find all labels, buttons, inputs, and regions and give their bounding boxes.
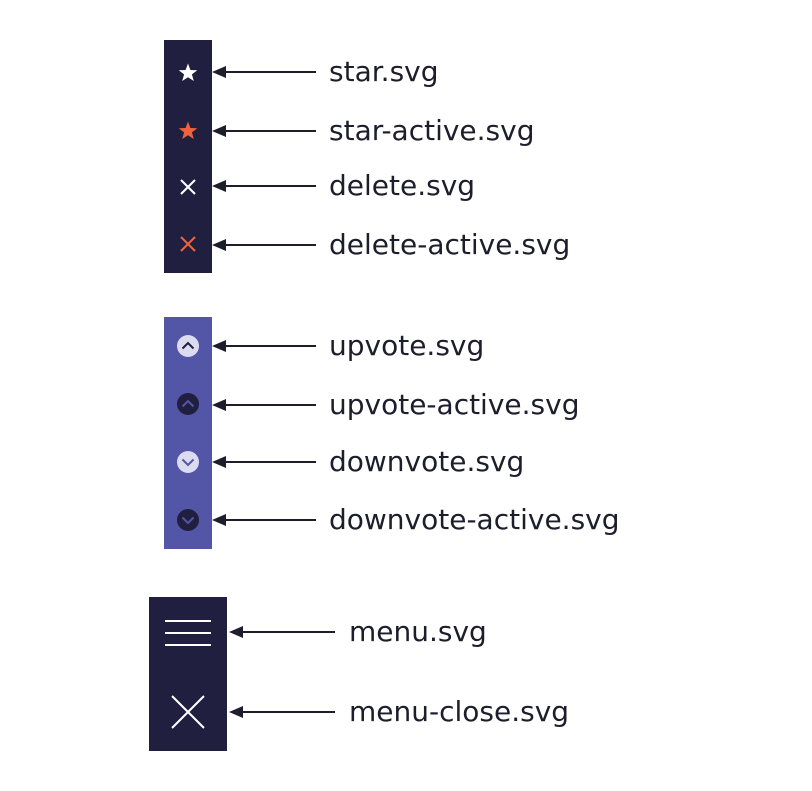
arrow: [212, 237, 316, 253]
menu-icon: [165, 619, 211, 647]
arrow: [229, 704, 335, 720]
icon-panel-dark-bottom: [149, 597, 227, 751]
star-icon: [177, 62, 199, 84]
downvote-icon: [176, 450, 200, 474]
icon-panel-dark-top: [164, 40, 212, 273]
delete-active-icon: [179, 235, 197, 253]
label-menu-close: menu-close.svg: [349, 695, 570, 728]
label-upvote-active: upvote-active.svg: [329, 388, 580, 421]
label-delete-active: delete-active.svg: [329, 228, 571, 261]
menu-close-icon: [170, 694, 206, 730]
downvote-active-icon: [176, 508, 200, 532]
label-downvote: downvote.svg: [329, 445, 525, 478]
arrow: [212, 64, 316, 80]
arrow: [212, 338, 316, 354]
arrow: [212, 397, 316, 413]
label-star-active: star-active.svg: [329, 114, 535, 147]
label-upvote: upvote.svg: [329, 329, 485, 362]
arrow: [212, 123, 316, 139]
arrow: [212, 512, 316, 528]
label-delete: delete.svg: [329, 169, 476, 202]
arrow: [212, 178, 316, 194]
upvote-active-icon: [176, 392, 200, 416]
star-active-icon: [177, 120, 199, 142]
label-star: star.svg: [329, 55, 439, 88]
arrow: [212, 454, 316, 470]
arrow: [229, 624, 335, 640]
delete-icon: [179, 178, 197, 196]
upvote-icon: [176, 334, 200, 358]
label-downvote-active: downvote-active.svg: [329, 503, 620, 536]
label-menu: menu.svg: [349, 615, 487, 648]
